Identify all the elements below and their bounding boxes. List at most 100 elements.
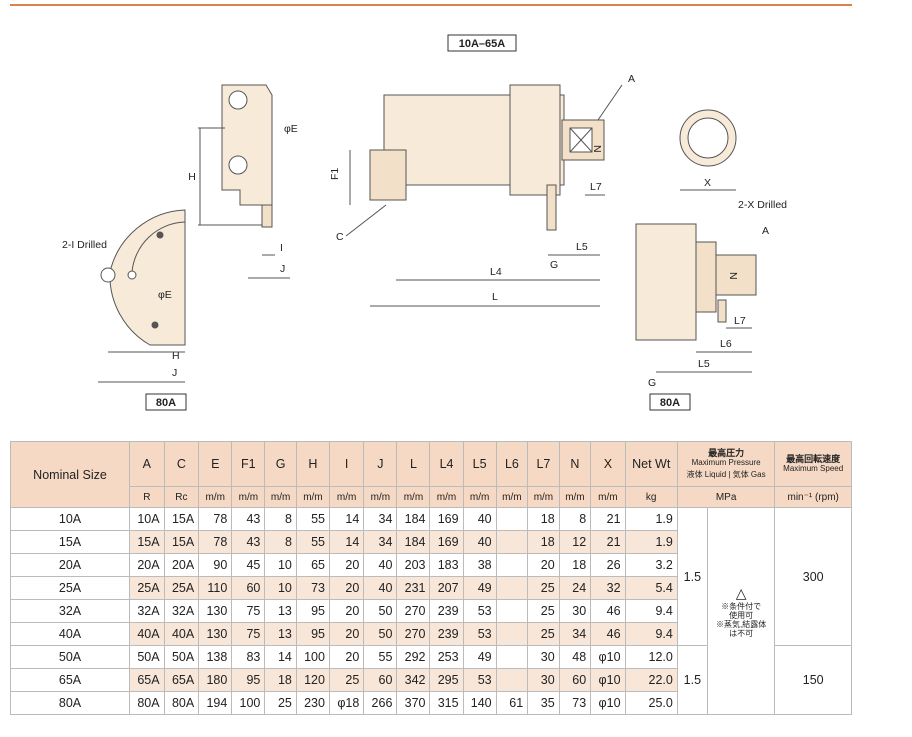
- dim-cell-i: 14: [328, 507, 365, 531]
- front-view-10a-65a: [369, 84, 605, 231]
- dim-cell-i: 20: [328, 599, 365, 623]
- dim-cell-f1: 100: [231, 691, 266, 715]
- dim-cell-l5: 40: [462, 530, 497, 554]
- dim-cell-j: 60: [363, 668, 398, 692]
- dim-cell-a: 50A: [129, 645, 165, 669]
- label-f1: F1: [329, 168, 341, 180]
- dim-cell-g: 8: [264, 530, 297, 554]
- dim-cell-c: 15A: [163, 530, 200, 554]
- nominal-size-cell: 80A: [10, 691, 130, 715]
- unit-g: m/m: [264, 486, 297, 508]
- dim-cell-l6: [495, 645, 529, 669]
- nominal-size-cell: 32A: [10, 599, 130, 623]
- dim-cell-g: 10: [264, 553, 297, 577]
- header-n: N: [558, 441, 592, 487]
- dim-cell-f1: 83: [231, 645, 266, 669]
- label-x: X: [704, 177, 711, 189]
- dim-cell-l7: 18: [527, 507, 560, 531]
- unit-h: m/m: [295, 486, 330, 508]
- dim-cell-n: 12: [558, 530, 592, 554]
- dim-cell-a: 15A: [129, 530, 165, 554]
- label-l5-front: L5: [576, 241, 588, 253]
- dim-cell-e: 138: [198, 645, 233, 669]
- technical-drawings: 10A–65A H φE I J 2-I Drilled φE H J 80A: [62, 34, 787, 411]
- unit-x: m/m: [590, 486, 626, 508]
- pressure-liquid: 液体 Liquid: [686, 470, 727, 479]
- dim-cell-x: 26: [590, 553, 626, 577]
- label-h-upper: H: [188, 171, 196, 183]
- header-l: L: [396, 441, 431, 487]
- dim-cell-f1: 95: [231, 668, 266, 692]
- dim-cell-l: 231: [396, 576, 431, 600]
- dim-cell-a: 80A: [129, 691, 165, 715]
- label-c: C: [336, 231, 344, 243]
- dim-cell-e: 194: [198, 691, 233, 715]
- dim-cell-g: 13: [264, 599, 297, 623]
- header-max-speed: 最高回転速度 Maximum Speed: [774, 441, 852, 487]
- dim-cell-i: 25: [328, 668, 365, 692]
- dim-cell-j: 266: [363, 691, 398, 715]
- pressure-header-jp: 最高圧力: [708, 448, 745, 458]
- pressure-liquid-group2: 1.5: [676, 645, 708, 715]
- dim-cell-l6: [495, 553, 529, 577]
- label-2i-drilled: 2-I Drilled: [62, 239, 107, 251]
- dim-cell-c: 50A: [163, 645, 200, 669]
- net-wt-cell: 1.9: [624, 507, 678, 531]
- dim-cell-l: 342: [396, 668, 431, 692]
- dim-cell-l4: 295: [429, 668, 464, 692]
- unit-n: m/m: [558, 486, 592, 508]
- dim-cell-l6: [495, 622, 529, 646]
- flange-view-80a: [100, 209, 186, 346]
- spec-table: Nominal Size A C E F1 G H I J L L4 L5 L6…: [10, 441, 852, 715]
- nominal-size-cell: 40A: [10, 622, 130, 646]
- dim-cell-l7: 20: [527, 553, 560, 577]
- dim-cell-l5: 49: [462, 576, 497, 600]
- label-j-lower: J: [172, 367, 177, 379]
- dim-cell-j: 40: [363, 553, 398, 577]
- dim-cell-c: 15A: [163, 507, 200, 531]
- dim-cell-x: φ10: [590, 668, 626, 692]
- gas-note-line: ※条件付で: [721, 601, 762, 611]
- dim-cell-l7: 35: [527, 691, 560, 715]
- dim-cell-e: 78: [198, 530, 233, 554]
- dim-cell-e: 130: [198, 622, 233, 646]
- dim-cell-c: 80A: [163, 691, 200, 715]
- label-l4: L4: [490, 266, 502, 278]
- dim-cell-l: 184: [396, 530, 431, 554]
- dim-cell-g: 18: [264, 668, 297, 692]
- dim-cell-j: 55: [363, 645, 398, 669]
- series-box-label: 10A–65A: [459, 38, 506, 50]
- dim-cell-l4: 239: [429, 599, 464, 623]
- unit-f1: m/m: [231, 486, 266, 508]
- dim-cell-i: φ18: [328, 691, 365, 715]
- dim-cell-c: 65A: [163, 668, 200, 692]
- dim-cell-l6: [495, 668, 529, 692]
- dim-cell-h: 230: [295, 691, 330, 715]
- label-l7-80a: L7: [734, 315, 746, 327]
- dim-cell-a: 40A: [129, 622, 165, 646]
- dim-cell-x: 46: [590, 622, 626, 646]
- nominal-size-cell: 10A: [10, 507, 130, 531]
- header-nominal-size: Nominal Size: [10, 441, 130, 508]
- header-max-pressure: 最高圧力 Maximum Pressure 液体 Liquid | 気体 Gas: [676, 441, 776, 487]
- table-header-row: Nominal Size A C E F1 G H I J L L4 L5 L6…: [10, 441, 852, 508]
- net-wt-cell: 9.4: [624, 599, 678, 623]
- unit-c: Rc: [163, 486, 200, 508]
- header-f1: F1: [231, 441, 266, 487]
- front-view-80a: [635, 223, 757, 341]
- dim-cell-f1: 43: [231, 530, 266, 554]
- dim-cell-h: 120: [295, 668, 330, 692]
- pressure-gas-note: △※条件付で使用可※蒸気,結露体は不可: [706, 507, 776, 715]
- dim-cell-l6: [495, 576, 529, 600]
- dim-cell-n: 30: [558, 599, 592, 623]
- dim-cell-e: 90: [198, 553, 233, 577]
- dim-cell-l6: [495, 599, 529, 623]
- dim-cell-c: 25A: [163, 576, 200, 600]
- label-l7-front: L7: [590, 181, 602, 193]
- net-wt-cell: 25.0: [624, 691, 678, 715]
- dim-cell-j: 50: [363, 622, 398, 646]
- dim-cell-n: 48: [558, 645, 592, 669]
